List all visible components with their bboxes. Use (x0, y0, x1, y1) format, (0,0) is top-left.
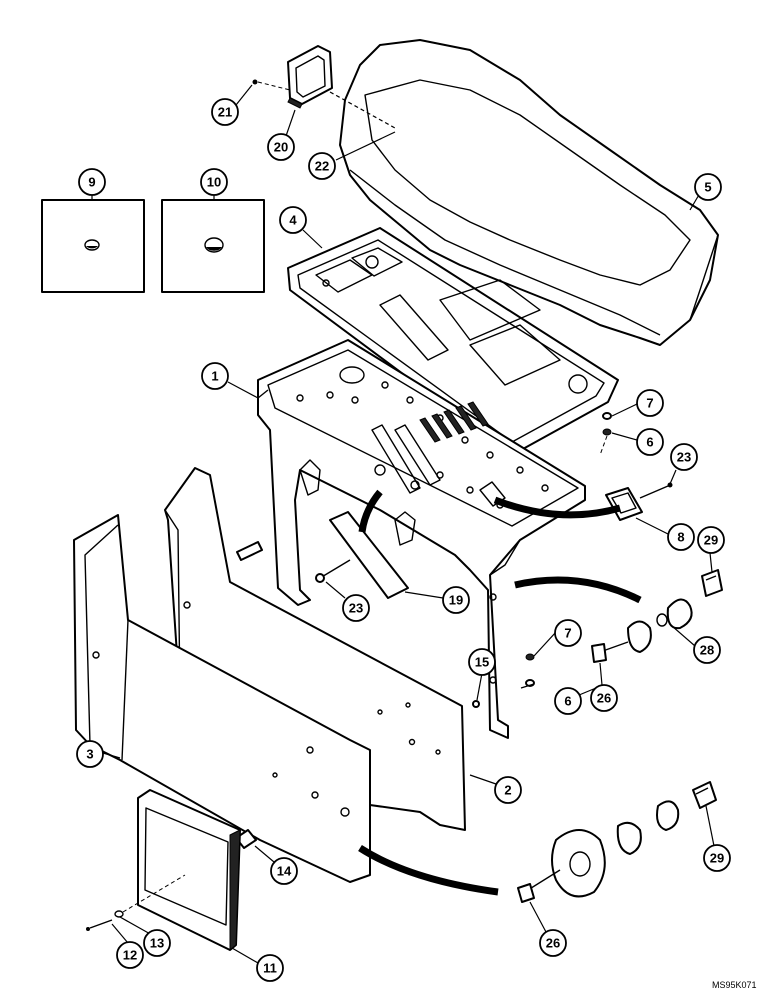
knob-lower-assembly (517, 781, 717, 903)
callout-9: 9 (78, 168, 106, 196)
callout-28-label: 28 (700, 643, 714, 658)
callout-8: 8 (667, 523, 695, 551)
fastener-15-part (472, 700, 480, 708)
callout-29b-label: 29 (710, 851, 724, 866)
callout-15-label: 15 (475, 655, 489, 670)
callout-9-label: 9 (88, 175, 95, 190)
callout-2: 2 (494, 776, 522, 804)
callout-21: 21 (211, 98, 239, 126)
nut-6-upper-part (602, 428, 612, 436)
band-lower (358, 845, 499, 896)
callout-1-label: 1 (211, 369, 218, 384)
callout-23a-label: 23 (677, 450, 691, 465)
washer-13-part (114, 910, 124, 918)
callout-26b-label: 26 (546, 936, 560, 951)
callout-19-label: 19 (449, 593, 463, 608)
callout-6a-label: 6 (646, 435, 653, 450)
callout-5: 5 (694, 173, 722, 201)
screw-23-upper-part (639, 482, 673, 499)
callout-23b-label: 23 (349, 601, 363, 616)
gasket-10-part (161, 199, 265, 293)
washer-7-lower-part (525, 653, 535, 661)
strap-19-part (329, 511, 409, 599)
screw-12-part (86, 919, 113, 931)
callout-1: 1 (201, 362, 229, 390)
callout-6b-label: 6 (564, 694, 571, 709)
band-upper-right (493, 496, 621, 519)
screw-23-lower-part (315, 559, 351, 583)
callout-29b: 29 (703, 844, 731, 872)
callout-19: 19 (442, 586, 470, 614)
screw-21-part (252, 79, 291, 91)
callout-23a: 23 (670, 443, 698, 471)
callout-20-label: 20 (274, 140, 288, 155)
callout-6b: 6 (554, 687, 582, 715)
gasket-9-part (41, 199, 145, 293)
callout-14-label: 14 (277, 864, 292, 879)
callout-4-label: 4 (289, 213, 297, 228)
callout-7a-label: 7 (646, 396, 653, 411)
callout-23b: 23 (342, 594, 370, 622)
callout-13-label: 13 (150, 936, 164, 951)
callout-10: 10 (200, 168, 228, 196)
callout-22: 22 (308, 152, 336, 180)
dash-line-6-upper (599, 435, 608, 456)
callout-29a-label: 29 (704, 533, 718, 548)
band-middle-right (514, 576, 642, 604)
callout-14: 14 (270, 857, 298, 885)
spacer-14-part (235, 829, 257, 849)
callout-29a: 29 (697, 526, 725, 554)
callout-7b-label: 7 (564, 626, 571, 641)
dash-line-20-22 (329, 91, 396, 129)
dash-line-11-screw (122, 874, 186, 913)
callout-7a: 7 (636, 389, 664, 417)
callout-20: 20 (267, 133, 295, 161)
callout-15: 15 (468, 648, 496, 676)
callout-11: 11 (256, 954, 284, 982)
callout-26a-label: 26 (597, 691, 611, 706)
callout-26a: 26 (590, 684, 618, 712)
washer-7-upper-part (602, 412, 612, 420)
shroud-cover-part (339, 39, 719, 346)
gasket-plate-part (287, 227, 619, 456)
callout-11-label: 11 (263, 961, 277, 976)
callout-12: 12 (116, 941, 144, 969)
callout-2-label: 2 (504, 783, 511, 798)
callout-5-label: 5 (704, 180, 711, 195)
small-cover-part (287, 45, 333, 109)
callout-10-label: 10 (207, 175, 221, 190)
callout-4: 4 (279, 206, 307, 234)
callout-3-label: 3 (86, 747, 93, 762)
callout-13: 13 (143, 929, 171, 957)
callout-21-label: 21 (218, 105, 232, 120)
reference-code: MS95K071 (712, 980, 757, 990)
callout-3: 3 (76, 740, 104, 768)
callout-8-label: 8 (677, 530, 684, 545)
callout-28: 28 (693, 636, 721, 664)
callout-22-label: 22 (315, 159, 329, 174)
block-11-part (137, 789, 241, 952)
callout-7b: 7 (554, 619, 582, 647)
dowel-part (236, 541, 263, 561)
band-upper-left (358, 489, 383, 533)
console-frame-part (257, 339, 586, 739)
plug-8-part (605, 487, 643, 521)
callout-12-label: 12 (123, 948, 137, 963)
callout-26b: 26 (539, 929, 567, 957)
callout-6a: 6 (636, 428, 664, 456)
knob-upper-assembly (591, 569, 723, 663)
